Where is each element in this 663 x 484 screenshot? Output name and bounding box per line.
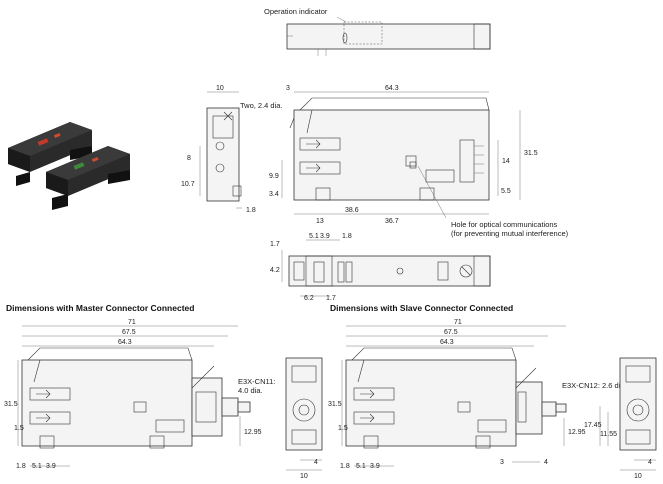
slave-dim-12-95: 12.95 [568, 429, 586, 436]
master-cable-label-line2: 4.0 dia. [238, 386, 263, 395]
holes-label: Two, 2.4 dia. [240, 101, 283, 110]
slave-end-dim-4: 4 [648, 459, 652, 466]
dim-31-5: 31.5 [524, 150, 538, 157]
master-dim-5-1: 5.1 [32, 463, 42, 470]
master-end-dim-4: 4 [314, 459, 318, 466]
slave-dim-5-1: 5.1 [356, 463, 366, 470]
master-dim-31-5: 31.5 [4, 401, 18, 408]
master-dim-1-5: 1.5 [14, 425, 24, 432]
slave-dim-31-5: 31.5 [328, 401, 342, 408]
slave-dim-1-8: 1.8 [340, 463, 350, 470]
dim-3-4: 3.4 [269, 191, 279, 198]
dim-10-7: 10.7 [181, 181, 195, 188]
slave-dim-71: 71 [454, 319, 462, 326]
master-dim-67-5: 67.5 [122, 329, 136, 336]
top-view: Operation indicator [264, 7, 491, 56]
dim-1-7: 1.7 [270, 241, 280, 248]
master-heading: Dimensions with Master Connector Connect… [6, 303, 194, 313]
slave-dim-11-55: 11.55 [600, 431, 617, 438]
master-dim-64-3: 64.3 [118, 339, 132, 346]
dim-1-7-lower: 1.7 [326, 295, 336, 302]
dim-64-3: 64.3 [385, 85, 399, 92]
optical-hole-label-line1: Hole for optical communications [451, 220, 558, 229]
dim-3: 3 [286, 85, 290, 92]
slave-end-dim-10: 10 [634, 473, 642, 480]
dim-38-6: 38.6 [345, 207, 359, 214]
dim-13: 13 [316, 218, 324, 225]
dim-8: 8 [187, 155, 191, 162]
dim-1-8-bottom: 1.8 [342, 233, 352, 240]
dim-4-2: 4.2 [270, 267, 280, 274]
slave-connector-view: Dimensions with Slave Connector Connecte… [328, 303, 657, 480]
slave-heading: Dimensions with Slave Connector Connecte… [330, 303, 513, 313]
optical-hole-label-line2: (for preventing mutual interference) [451, 229, 569, 238]
dim-14: 14 [502, 158, 510, 165]
master-dim-12-95: 12.95 [244, 429, 262, 436]
side-view: 10 64.3 3 31.5 14 5.5 8 10.7 9.9 3.4 1.8… [181, 85, 569, 238]
dim-6-2: 6.2 [304, 295, 314, 302]
slave-dim-3-9: 3.9 [370, 463, 380, 470]
product-photo [8, 122, 130, 210]
dim-3-9: 3.9 [320, 233, 330, 240]
amplifier-photo-right [46, 146, 130, 210]
slave-dim-17-45: 17.45 [584, 422, 602, 429]
master-cable-label-line1: E3X-CN11: [238, 377, 275, 386]
operation-indicator-label: Operation indicator [264, 7, 328, 16]
slave-dim-4: 4 [544, 459, 548, 466]
slave-dim-1-5: 1.5 [338, 425, 348, 432]
slave-dim-64-3: 64.3 [440, 339, 454, 346]
master-dim-1-8: 1.8 [16, 463, 26, 470]
master-dim-3-9: 3.9 [46, 463, 56, 470]
bottom-view: 5.1 3.9 1.8 1.7 4.2 6.2 1.7 [270, 233, 491, 302]
master-end-dim-10: 10 [300, 473, 308, 480]
slave-dim-67-5: 67.5 [444, 329, 458, 336]
dim-9-9: 9.9 [269, 173, 279, 180]
dim-10: 10 [216, 85, 224, 92]
dim-1-8: 1.8 [246, 207, 256, 214]
slave-cable-label: E3X-CN12: 2.6 dia. [562, 381, 627, 390]
dim-5-5: 5.5 [501, 188, 511, 195]
master-connector-view: Dimensions with Master Connector Connect… [4, 303, 323, 480]
dim-5-1: 5.1 [309, 233, 319, 240]
master-dim-71: 71 [128, 319, 136, 326]
amplifier-photo-left [8, 122, 92, 186]
slave-dim-3: 3 [500, 459, 504, 466]
dim-36-7: 36.7 [385, 218, 399, 225]
